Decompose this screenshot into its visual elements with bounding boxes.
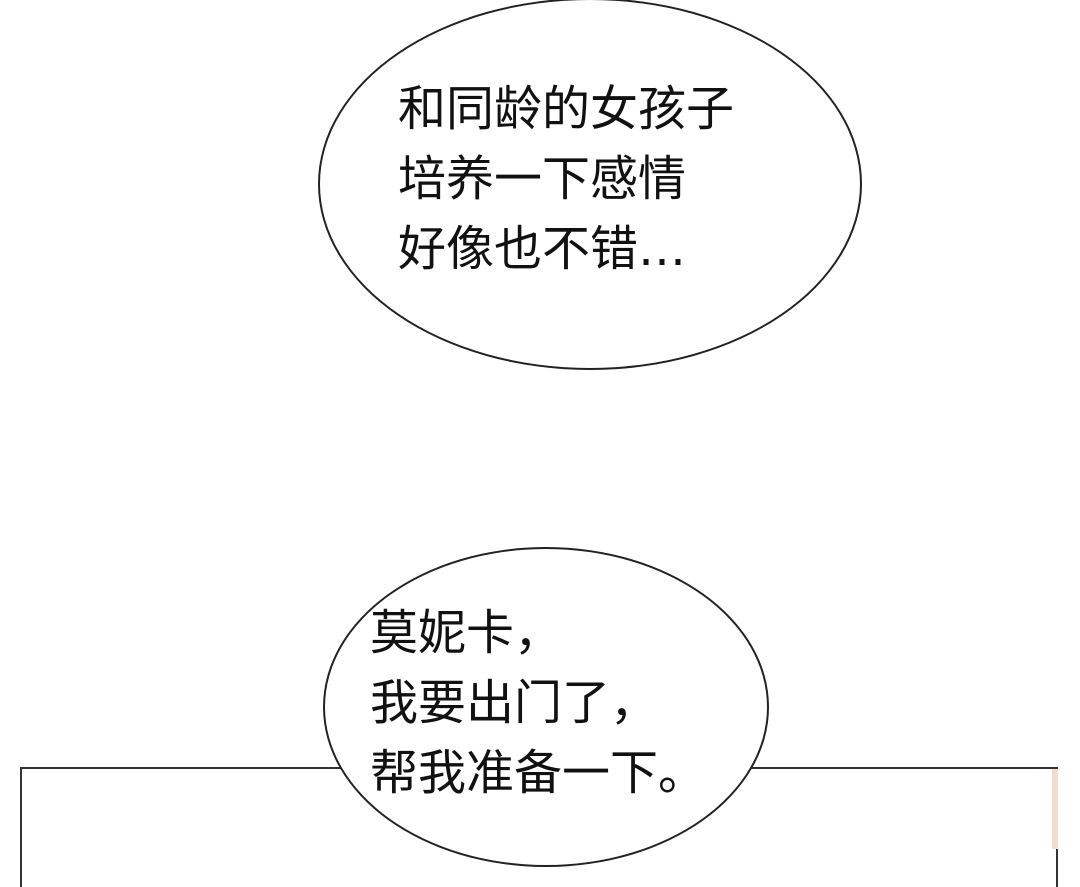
bubble-line: 和同龄的女孩子 — [398, 81, 735, 137]
speech-bubble-1 — [318, 0, 862, 370]
panel-edge-strip — [1052, 769, 1058, 849]
bubble-line: 莫妮卡， — [370, 605, 563, 661]
speech-bubble-2-text: 莫妮卡， 我要出门了， 帮我准备一下。 — [370, 598, 706, 808]
speech-bubble-1-text: 和同龄的女孩子 培养一下感情 好像也不错… — [398, 74, 734, 284]
speech-bubble-2 — [323, 547, 769, 867]
bubble-line: 好像也不错… — [398, 221, 687, 277]
bubble-line: 我要出门了， — [370, 675, 659, 731]
bubble-line: 帮我准备一下。 — [370, 745, 707, 801]
bubble-line: 培养一下感情 — [398, 151, 687, 207]
